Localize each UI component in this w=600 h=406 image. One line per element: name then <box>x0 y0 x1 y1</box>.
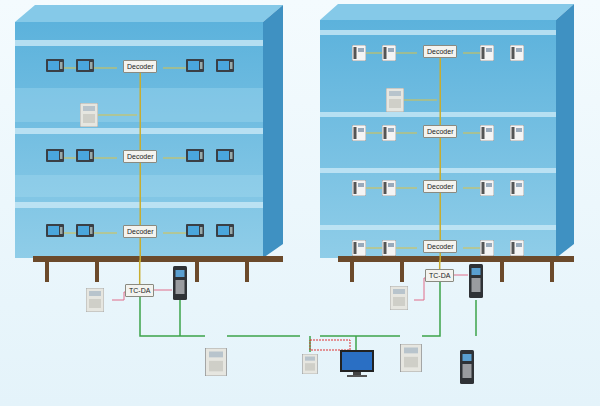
indoor-phone <box>382 180 396 196</box>
riser-cable <box>139 238 141 284</box>
indoor-phone <box>352 180 366 196</box>
roof <box>320 4 574 20</box>
indoor-monitor <box>46 224 64 237</box>
indoor-phone <box>480 125 494 141</box>
signal-cable <box>112 275 468 350</box>
riser-cable <box>139 73 141 150</box>
roof <box>15 5 283 22</box>
indoor-monitor <box>216 224 234 237</box>
floor-band <box>15 88 263 122</box>
building-front <box>15 22 263 258</box>
indoor-phone <box>510 240 524 256</box>
base <box>338 256 574 262</box>
guard-unit <box>401 344 422 372</box>
indoor-phone <box>510 125 524 141</box>
node-label: Decoder <box>127 152 153 161</box>
node-label: Decoder <box>427 127 453 136</box>
indoor-phone <box>510 180 524 196</box>
guard-unit <box>303 354 318 374</box>
node-label: Decoder <box>427 182 453 191</box>
indoor-phone <box>480 180 494 196</box>
decoder-box: Decoder <box>123 60 157 73</box>
indoor-phone <box>352 45 366 61</box>
leg <box>95 262 99 282</box>
decoder-box: Decoder <box>423 45 457 58</box>
indoor-phone <box>382 45 396 61</box>
floor-slab <box>15 40 263 46</box>
floor-band <box>15 175 263 197</box>
indoor-phone <box>480 45 494 61</box>
node-label: Decoder <box>127 227 153 236</box>
indoor-phone <box>352 240 366 256</box>
floor-slab <box>320 225 556 230</box>
indoor-monitor <box>46 149 64 162</box>
decoder-box: Decoder <box>123 225 157 238</box>
leg <box>245 262 249 282</box>
node-label: TC-DA <box>129 286 150 295</box>
decoder-box: Decoder <box>423 125 457 138</box>
outdoor-station <box>173 266 187 300</box>
indoor-monitor <box>76 59 94 72</box>
leg <box>400 262 404 282</box>
riser-cable <box>439 58 441 125</box>
leg <box>550 262 554 282</box>
indoor-monitor <box>76 149 94 162</box>
floor-slab <box>15 202 263 208</box>
leg <box>195 262 199 282</box>
distributor-box: TC-DA <box>125 284 154 297</box>
building-side <box>556 4 574 258</box>
building-side <box>263 5 283 258</box>
indoor-phone <box>382 125 396 141</box>
floor-slab <box>320 30 556 35</box>
leg <box>45 262 49 282</box>
node-label: TC-DA <box>429 271 450 280</box>
decoder-box: Decoder <box>123 150 157 163</box>
riser-cable <box>139 163 141 225</box>
guard-unit <box>206 348 227 376</box>
floor-wires <box>64 53 480 248</box>
decoder-box: Decoder <box>423 180 457 193</box>
indoor-monitor <box>46 59 64 72</box>
indoor-monitor <box>76 224 94 237</box>
riser-cable <box>439 138 441 180</box>
outdoor-station <box>460 350 474 384</box>
building-front <box>320 20 556 258</box>
node-label: Decoder <box>427 242 453 251</box>
floor-slab <box>15 128 263 134</box>
guard-unit <box>86 288 104 312</box>
outdoor-station <box>469 264 483 298</box>
distributor-box: TC-DA <box>425 269 454 282</box>
floor-slab <box>320 168 556 173</box>
indoor-phone <box>352 125 366 141</box>
management-pc <box>340 350 374 377</box>
floor-slab <box>320 112 556 117</box>
indoor-phone <box>510 45 524 61</box>
node-label: Decoder <box>427 47 453 56</box>
guard-unit <box>390 286 408 310</box>
indoor-phone <box>382 240 396 256</box>
riser-cable <box>439 253 441 269</box>
indoor-monitor <box>216 149 234 162</box>
door-station <box>386 88 404 112</box>
leg <box>500 262 504 282</box>
leg <box>350 262 354 282</box>
indoor-monitor <box>216 59 234 72</box>
node-label: Decoder <box>127 62 153 71</box>
network-cable <box>140 282 476 352</box>
riser-cable <box>439 193 441 240</box>
indoor-monitor <box>186 59 204 72</box>
indoor-phone <box>480 240 494 256</box>
base <box>33 256 283 262</box>
indoor-monitor <box>186 149 204 162</box>
indoor-monitor <box>186 224 204 237</box>
door-station <box>80 103 98 127</box>
decoder-box: Decoder <box>423 240 457 253</box>
